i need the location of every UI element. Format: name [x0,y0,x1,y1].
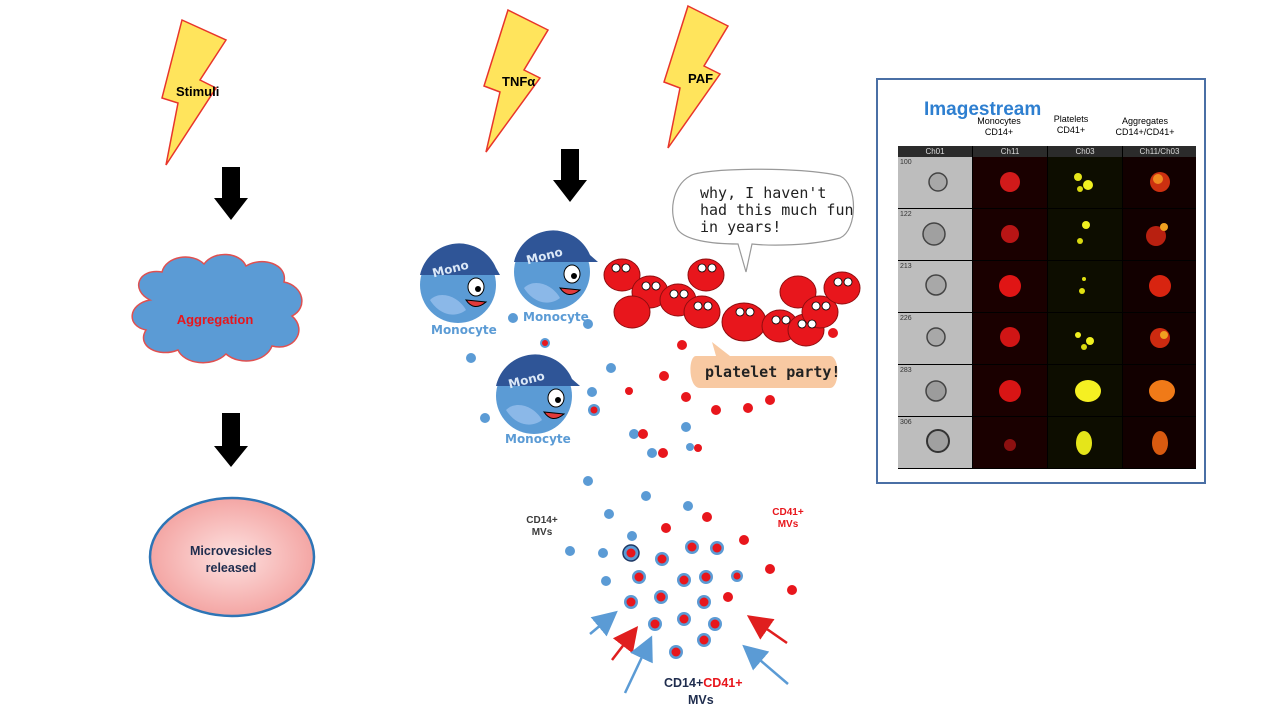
monocyte-label-3: Monocyte [505,432,571,446]
imagestream-row-6 [898,417,1196,468]
aggregation-label: Aggregation [176,312,254,327]
imagestream-grid: Ch01 Ch11 Ch03 Ch11/Ch03 [898,146,1196,469]
imagestream-row-1 [898,157,1196,208]
combined-cd14: CD14+ [664,676,704,690]
microvesicles-line2: released [205,561,257,575]
imagestream-row-5 [898,365,1196,416]
cd41-mv-label: CD41+ MVs [766,507,810,531]
row-id-4: 226 [900,315,912,322]
row-id-6: 306 [900,419,912,426]
combined-cd41: CD41+ [703,676,743,690]
channel-head-ch01: Ch01 [898,146,972,157]
down-arrow-2 [214,413,248,467]
col-head-platelets: Platelets CD41+ [1046,114,1096,136]
row-id-2: 122 [900,211,912,218]
col-head-aggregates: Aggregates CD14+/CD41+ [1108,116,1182,138]
col-head-platelets-1: Platelets [1053,114,1089,124]
speech-bubble-text: why, I haven't had this much fun in year… [700,185,854,236]
monocyte-2 [514,230,598,310]
stimuli-label: Stimuli [176,84,220,99]
speech-line-1: why, I haven't [700,184,827,202]
paf-label: PAF [688,71,714,86]
convergence-arrows [589,610,789,694]
col-head-aggregates-2: CD14+/CD41+ [1115,127,1175,137]
party-banner [690,342,838,388]
platelet-party-text: platelet party! [705,363,841,381]
platelet-crowd [603,258,861,347]
red-microvesicles [625,328,838,602]
down-arrow-3 [553,149,587,202]
col-head-monocytes-1: Monocytes [977,116,1021,126]
microvesicles-oval [148,496,316,618]
imagestream-row-3 [898,261,1196,312]
monocyte-label-2: Monocyte [523,310,589,324]
imagestream-cells [898,157,1196,468]
cd41-mv-line1: CD41+ [772,507,804,518]
microvesicles-line1: Microvesicles [190,544,272,558]
cd14-mv-line1: CD14+ [526,515,558,526]
speech-line-3: in years! [700,218,782,236]
col-head-platelets-2: CD41+ [1056,125,1086,135]
row-id-1: 100 [900,159,912,166]
row-id-3: 213 [900,263,912,270]
paf-bolt [663,4,730,149]
blue-microvesicles [466,313,694,586]
mixed-microvesicles [540,338,743,659]
imagestream-row-2 [898,209,1196,260]
imagestream-row-4 [898,313,1196,364]
cd41-mv-line2: MVs [777,519,799,530]
monocyte-3 [496,354,580,434]
monocyte-label-1: Monocyte [431,323,497,337]
microvesicles-label: Microvesicles released [170,543,292,577]
col-head-monocytes: Monocytes CD14+ [970,116,1028,138]
channel-head-ch11-ch03: Ch11/Ch03 [1123,146,1196,157]
cd14-mv-line2: MVs [531,527,553,538]
aggregation-cloud [131,253,303,364]
combined-mv-label: CD14+CD41+ [664,676,743,690]
speech-line-2: had this much fun [700,201,854,219]
col-head-monocytes-2: CD14+ [984,127,1014,137]
tnf-bolt [483,8,550,153]
channel-head-ch03: Ch03 [1048,146,1122,157]
speech-bubble [672,168,855,273]
down-arrow-1 [214,167,248,220]
stimuli-bolt [161,18,228,166]
monocyte-1 [420,243,500,323]
cd14-mv-label: CD14+ MVs [520,515,564,539]
col-head-aggregates-1: Aggregates [1121,116,1169,126]
imagestream-title: Imagestream [924,99,1042,120]
tnf-label: TNFα [502,74,536,89]
combined-mvs: MVs [688,693,714,707]
channel-head-ch11: Ch11 [973,146,1047,157]
row-id-5: 283 [900,367,912,374]
